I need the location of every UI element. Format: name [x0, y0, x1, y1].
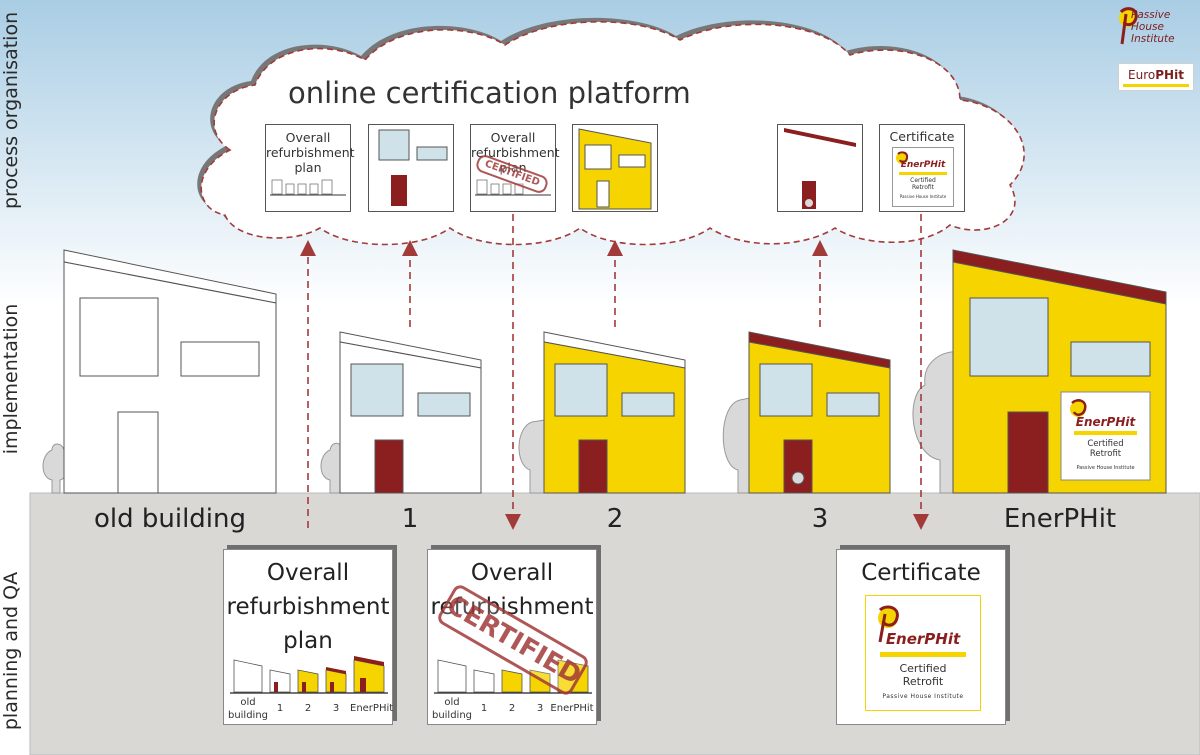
doc-certificate: Certificate EnerPHit Certified Retrofit … — [836, 549, 1006, 725]
plan-label-3: 3 — [332, 703, 340, 714]
plan-label-old-building: old building — [227, 697, 269, 721]
house-enerphit — [952, 249, 1167, 494]
house-stage-2 — [543, 331, 686, 494]
arrows — [307, 214, 922, 528]
stage-label-3: 3 — [811, 504, 829, 534]
plan-label-enerphit: EnerPHit — [350, 703, 394, 714]
plan-label-2: 2 — [304, 703, 312, 714]
side-label-implementation: implementation — [0, 303, 22, 455]
side-label-planning: planning and QA — [0, 571, 22, 731]
certified-label-3: 3 — [536, 703, 544, 714]
certified-label-2: 2 — [508, 703, 516, 714]
badge-logo-icon — [896, 151, 909, 164]
tree — [912, 351, 959, 494]
doc-refurbishment-plan: Overall refurbishment plan old building … — [223, 549, 393, 725]
passive-house-logo-mark — [1119, 7, 1138, 45]
cloud-doc-stage-3 — [777, 124, 863, 212]
logo-pi-line1: Passive House — [1131, 9, 1171, 33]
certificate-badge-org: Passive House Institute — [882, 693, 964, 700]
house-badge-line2: Retrofit — [1089, 449, 1122, 459]
cloud-doc-plan-line-1: Overall — [285, 130, 331, 145]
house-badge-logo-icon — [1070, 399, 1087, 417]
cloud-doc-plan-line-3: plan — [294, 160, 322, 175]
certificate-badge-name: EnerPHit — [885, 630, 961, 648]
cloud-doc-stage-2 — [572, 124, 658, 212]
cloud-badge-line2: Retrofit — [911, 184, 935, 191]
europhit-logo: EuroPHit — [1118, 63, 1194, 91]
tree — [722, 397, 751, 494]
cloud-badge-org: Passive House Institute — [899, 194, 947, 199]
certificate-enerphit-badge: EnerPHit Certified Retrofit Passive Hous… — [865, 595, 981, 711]
cloud-badge-name: EnerPHit — [900, 160, 946, 170]
cloud-doc-plan-sketch — [270, 179, 346, 196]
side-label-process: process organisation — [0, 11, 22, 209]
cloud-doc-certificate-title: Certificate — [889, 129, 955, 144]
plan-title-line-2: refurbishment — [226, 594, 390, 620]
cloud-doc-certified: Overall refurbishment plan CERTIFIED — [470, 124, 560, 212]
europhit-logo-b: PHit — [1155, 68, 1184, 82]
certified-label-enerphit: EnerPHit — [550, 703, 594, 714]
plan-label-1: 1 — [276, 703, 284, 714]
passive-house-institute-logo: Passive House Institute — [1131, 9, 1200, 45]
logo-pi-line2: Institute — [1131, 33, 1175, 45]
doc-certified-plan: Overall refurbishment CERTIFIED old buil… — [427, 549, 597, 725]
cloud-doc-stage-1 — [368, 124, 454, 212]
certificate-badge-line1: Certified — [899, 662, 947, 675]
house-badge-name: EnerPHit — [1075, 415, 1136, 429]
cloud-doc-certificate: Certificate EnerPHit Certified Retrofit … — [879, 124, 965, 212]
stage-label-old-building: old building — [93, 504, 247, 534]
arrow-heads — [300, 240, 929, 530]
cloud-doc-certified-line-3: plan — [499, 160, 527, 175]
cloud-badge-line1: Certified — [910, 177, 936, 184]
stage-label-2: 2 — [606, 504, 624, 534]
cloud-doc-plan-line-2: refurbishment — [266, 145, 355, 160]
certificate-title: Certificate — [861, 560, 981, 586]
house-old-building — [63, 249, 277, 494]
certificate-badge-line2: Retrofit — [902, 675, 944, 688]
house-stage-1 — [339, 331, 482, 494]
certified-title-line-2: refurbishment — [430, 594, 594, 620]
cloud-doc-certified-line-2: refurbishment — [471, 145, 560, 160]
house-badge-org: Passive House Institute — [1076, 465, 1135, 471]
house-badge-line1: Certified — [1087, 439, 1124, 449]
house-enerphit-badge: EnerPHit Certified Retrofit Passive Hous… — [1062, 393, 1149, 479]
cloud-title: online certification platform — [288, 76, 691, 110]
tree — [518, 419, 546, 494]
certified-title-line-1: Overall — [470, 560, 554, 586]
europhit-logo-a: Euro — [1128, 68, 1156, 82]
certified-building-sketch — [434, 659, 592, 694]
plan-title-line-1: Overall — [266, 560, 350, 586]
plan-title-line-3: plan — [283, 628, 333, 654]
certified-label-1: 1 — [480, 703, 488, 714]
certified-label-old-building: old building — [431, 697, 473, 721]
certificate-badge-logo-icon — [878, 605, 899, 643]
cloud-enerphit-badge: EnerPHit Certified Retrofit Passive Hous… — [892, 147, 954, 207]
cloud-doc-plan: Overall refurbishment plan — [265, 124, 355, 212]
cloud-doc-certified-line-1: Overall — [490, 130, 536, 145]
stage-label-enerphit: EnerPHit — [1003, 504, 1117, 534]
stage-label-1: 1 — [401, 504, 419, 534]
house-stage-3 — [748, 331, 891, 494]
plan-building-sketch — [230, 656, 388, 694]
